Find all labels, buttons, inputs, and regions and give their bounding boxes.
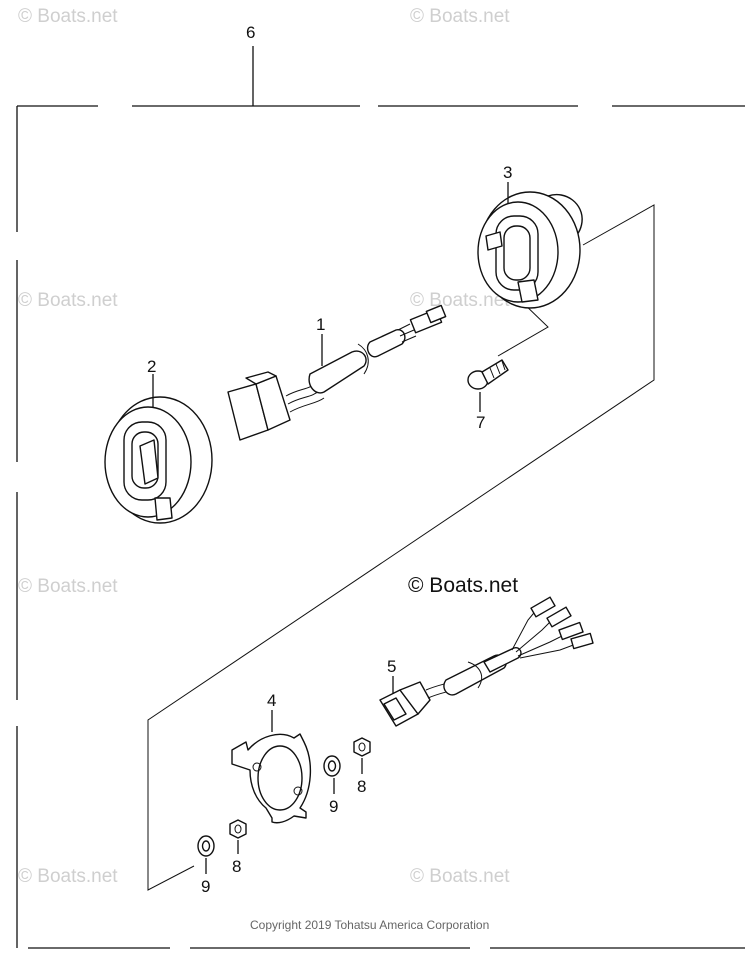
watermark: © Boats.net bbox=[18, 576, 118, 597]
copyright-text: Copyright 2019 Tohatsu America Corporati… bbox=[250, 918, 489, 932]
callout-1: 1 bbox=[316, 315, 325, 334]
callout-5: 5 bbox=[387, 657, 396, 676]
callout-8: 8 bbox=[232, 857, 241, 876]
callout-8: 8 bbox=[357, 777, 366, 796]
fasteners bbox=[197, 737, 371, 874]
callout-3: 3 bbox=[503, 163, 512, 182]
callout-9: 9 bbox=[201, 877, 210, 896]
switch-bezel-left bbox=[104, 374, 213, 524]
switch-harness bbox=[227, 304, 447, 441]
callout-2: 2 bbox=[147, 357, 156, 376]
assembly-frame bbox=[16, 46, 745, 949]
callout-6: 6 bbox=[246, 23, 255, 42]
callouts: 6 1 2 3 7 5 4 9 8 9 8 bbox=[147, 23, 512, 896]
mounting-plate bbox=[231, 710, 312, 824]
callout-7: 7 bbox=[476, 413, 485, 432]
callout-9: 9 bbox=[329, 797, 338, 816]
watermark: © Boats.net bbox=[18, 6, 118, 27]
watermark: © Boats.net bbox=[410, 290, 510, 311]
guide-lines bbox=[147, 204, 655, 891]
switch-bezel-right bbox=[477, 182, 583, 309]
screw bbox=[467, 359, 509, 412]
watermark: © Boats.net bbox=[410, 866, 510, 887]
wire-harness bbox=[379, 596, 594, 727]
watermark: © Boats.net bbox=[18, 866, 118, 887]
brand-mark: © Boats.net bbox=[408, 574, 518, 597]
watermarks: © Boats.net © Boats.net © Boats.net © Bo… bbox=[18, 6, 510, 887]
watermark: © Boats.net bbox=[18, 290, 118, 311]
watermark: © Boats.net bbox=[410, 6, 510, 27]
callout-4: 4 bbox=[267, 691, 276, 710]
